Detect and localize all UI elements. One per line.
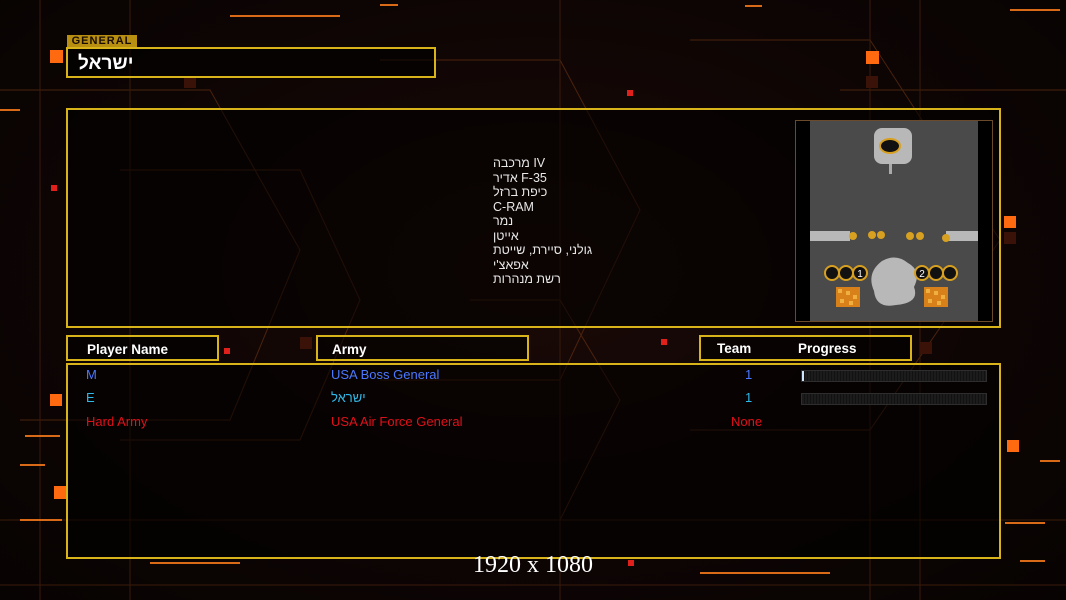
player-list-panel: M USA Boss General 1 E ישראל 1 Hard Army… bbox=[66, 363, 1001, 559]
general-info-panel: מרכבה IV אדיר F-35 כיפת ברזל C-RAM נמר א… bbox=[66, 108, 1001, 328]
header-progress: Progress bbox=[798, 341, 857, 356]
header-team-progress-box: Team Progress bbox=[699, 335, 912, 361]
general-name: ישראל bbox=[78, 53, 134, 74]
player-team[interactable]: 1 bbox=[745, 367, 753, 382]
player-progress-bar bbox=[801, 393, 987, 405]
player-army[interactable]: USA Air Force General bbox=[331, 414, 463, 429]
unit-item: אפאצ'י bbox=[493, 257, 529, 272]
unit-item: מרכבה IV bbox=[493, 156, 546, 170]
unit-item: נמר bbox=[493, 214, 514, 228]
player-team[interactable]: None bbox=[731, 414, 763, 429]
player-name: Hard Army bbox=[86, 414, 148, 429]
player-row[interactable]: E ישראל 1 bbox=[68, 390, 1003, 410]
header-team: Team bbox=[717, 341, 752, 356]
unit-item: אייטן bbox=[493, 228, 519, 243]
general-label: GENERAL bbox=[67, 35, 137, 48]
map-preview[interactable]: 1 2 bbox=[795, 120, 993, 322]
player-army[interactable]: ישראל bbox=[331, 390, 366, 405]
map-preview-image: 1 2 bbox=[796, 121, 992, 321]
player-army[interactable]: USA Boss General bbox=[331, 367, 440, 382]
unit-item: כיפת ברזל bbox=[493, 185, 548, 199]
player-row[interactable]: Hard Army USA Air Force General None bbox=[68, 414, 1003, 434]
header-army-box: Army bbox=[316, 335, 529, 361]
unit-item: גולני, סיירת, שייטת bbox=[493, 243, 593, 257]
map-slot-label: 1 bbox=[857, 269, 863, 280]
player-progress-fill bbox=[802, 371, 804, 381]
player-row[interactable]: M USA Boss General 1 bbox=[68, 367, 1003, 387]
general-name-box: ישראל bbox=[66, 47, 436, 78]
unit-item: אדיר F-35 bbox=[493, 170, 547, 185]
header-army: Army bbox=[332, 342, 367, 357]
unit-item: רשת מנהרות bbox=[493, 272, 561, 286]
resolution-label: 1920 x 1080 bbox=[473, 552, 593, 578]
header-player-name: Player Name bbox=[87, 342, 169, 357]
player-progress-bar bbox=[801, 370, 987, 382]
player-team[interactable]: 1 bbox=[745, 390, 753, 405]
header-player-name-box: Player Name bbox=[66, 335, 219, 361]
map-slot-label: 2 bbox=[919, 269, 925, 280]
player-name: M bbox=[86, 367, 97, 382]
player-name: E bbox=[86, 390, 95, 405]
unit-list: מרכבה IV אדיר F-35 כיפת ברזל C-RAM נמר א… bbox=[493, 156, 592, 287]
unit-item: C-RAM bbox=[493, 199, 534, 214]
